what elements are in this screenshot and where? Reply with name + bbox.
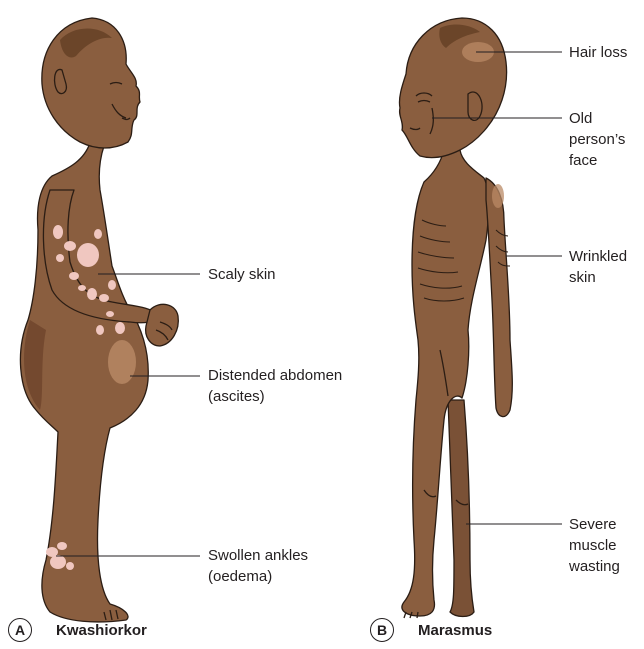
marasmus-ear: [468, 92, 482, 120]
label-face: face: [569, 151, 597, 170]
kwashiorkor-hand: [146, 304, 179, 346]
label-distended-abdomen: Distended abdomen: [208, 366, 342, 385]
marasmus-back-leg: [448, 400, 474, 617]
label-muscle: muscle: [569, 536, 617, 555]
caption-kwashiorkor: Kwashiorkor: [56, 621, 147, 640]
label-oedema: (oedema): [208, 567, 272, 586]
marasmus-shoulder-highlight: [492, 184, 504, 208]
label-persons: person’s: [569, 130, 625, 149]
caption-letter-b: B: [370, 618, 394, 642]
marasmus-child-figure: [399, 18, 512, 618]
label-old: Old: [569, 109, 592, 128]
kwashiorkor-child-figure: [20, 18, 178, 622]
label-swollen-ankles: Swollen ankles: [208, 546, 308, 565]
label-wrinkled: Wrinkled: [569, 247, 627, 266]
label-severe: Severe: [569, 515, 617, 534]
kwashiorkor-belly-highlight: [108, 340, 136, 384]
label-wasting: wasting: [569, 557, 620, 576]
label-scaly-skin: Scaly skin: [208, 265, 276, 284]
label-hair-loss: Hair loss: [569, 43, 627, 62]
caption-letter-a: A: [8, 618, 32, 642]
caption-marasmus: Marasmus: [418, 621, 492, 640]
label-skin: skin: [569, 268, 596, 287]
marasmus-body: [402, 150, 489, 616]
label-ascites: (ascites): [208, 387, 265, 406]
marasmus-arm: [486, 178, 512, 417]
